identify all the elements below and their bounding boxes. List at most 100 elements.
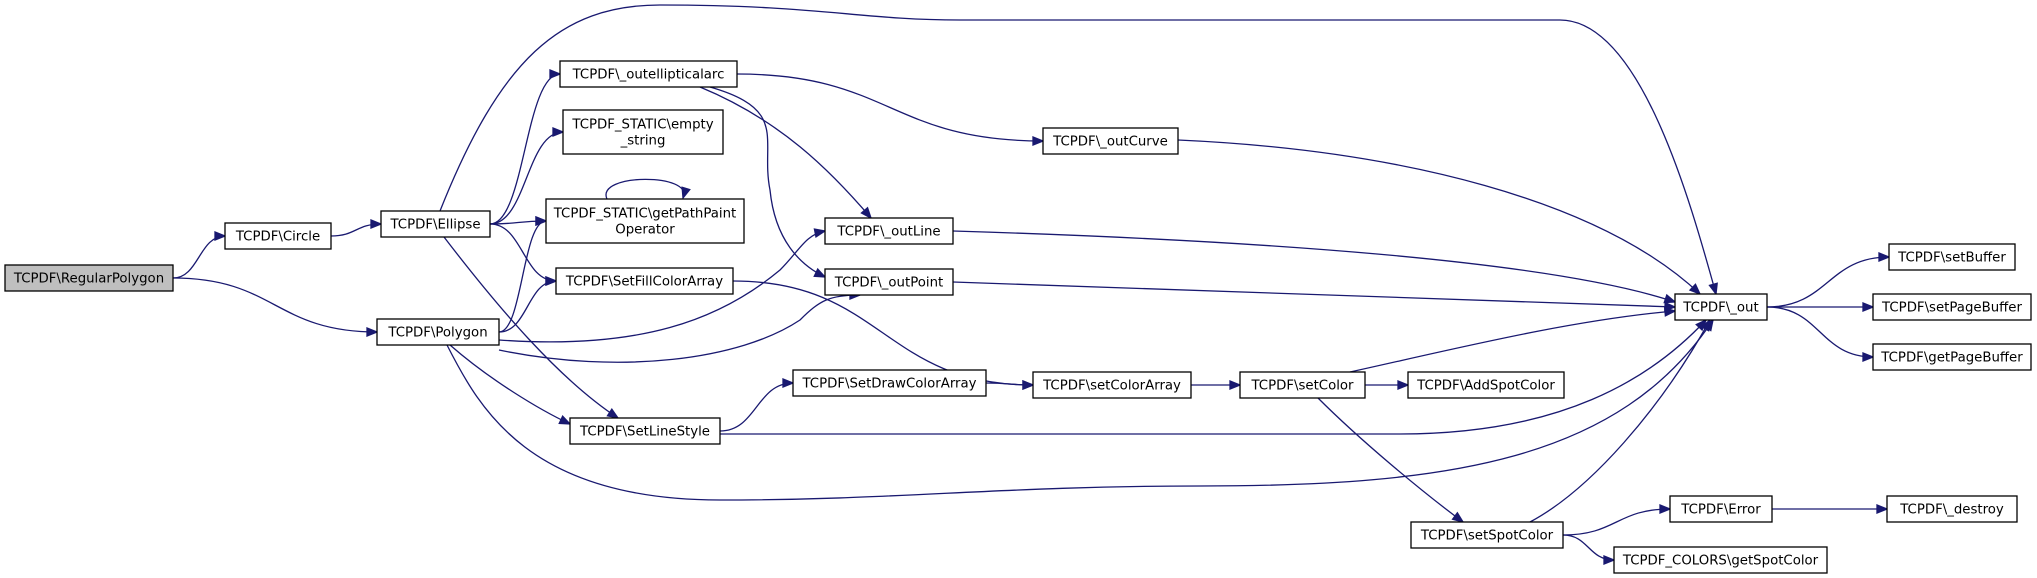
- node-setfillcolorarray[interactable]: TCPDF\SetFillColorArray: [555, 267, 734, 295]
- edge-ellipse-to-outellipticalarc: [489, 69, 562, 225]
- edge-regularpolygon-to-polygon: [172, 277, 379, 337]
- node-box: [1872, 293, 2032, 321]
- node-addspotcolor[interactable]: TCPDF\AddSpotColor: [1407, 371, 1565, 399]
- node-empty_string[interactable]: TCPDF_STATIC\empty_string: [562, 109, 724, 155]
- node-setspotcolor[interactable]: TCPDF\setSpotColor: [1410, 521, 1564, 549]
- node-label: TCPDF\getPageBuffer: [1880, 351, 2023, 366]
- node-polygon[interactable]: TCPDF\Polygon: [376, 318, 500, 346]
- node-label: TCPDF\setColorArray: [1042, 379, 1181, 394]
- edge-setcolorarray-to-setcolor: [1191, 380, 1242, 390]
- edge-circle-to-ellipse: [330, 219, 383, 237]
- edge-outpoint-to-out: [952, 281, 1677, 312]
- node-box: [1674, 293, 1768, 321]
- node-box: [1239, 371, 1366, 399]
- node-label: _string: [620, 134, 666, 149]
- node-label: TCPDF\Circle: [235, 230, 320, 245]
- edge-setcolor-to-out: [1349, 306, 1677, 373]
- node-label: Operator: [615, 223, 675, 238]
- edge-setcolor-to-addspotcolor: [1365, 380, 1410, 390]
- node-ellipse[interactable]: TCPDF\Ellipse: [380, 210, 491, 238]
- node-box: [1042, 127, 1179, 155]
- edge-setdrawcolorarray-to-setcolorarray: [985, 380, 1035, 390]
- edge-polygon-to-outline: [498, 228, 827, 343]
- node-box: [569, 417, 721, 445]
- edge-ellipse-to-empty_string: [489, 127, 565, 225]
- node-label: TCPDF\SetDrawColorArray: [801, 377, 976, 392]
- node-label: TCPDF\SetLineStyle: [579, 425, 710, 440]
- edges-layer: [172, 4, 1891, 565]
- edge-polygon-to-outpoint: [498, 290, 862, 363]
- node-box: [1872, 343, 2032, 371]
- edge-setlinestyle-to-setdrawcolorarray: [719, 378, 795, 432]
- node-box: [1613, 546, 1828, 574]
- node-box: [1669, 495, 1773, 523]
- node-label: TCPDF_STATIC\getPathPaint: [553, 207, 737, 222]
- node-label: TCPDF\RegularPolygon: [13, 272, 164, 287]
- node-outpoint[interactable]: TCPDF\_outPoint: [824, 268, 954, 296]
- node-error[interactable]: TCPDF\Error: [1669, 495, 1773, 523]
- node-setcolor[interactable]: TCPDF\setColor: [1239, 371, 1366, 399]
- node-box: [1410, 521, 1564, 549]
- node-destroy[interactable]: TCPDF\_destroy: [1886, 495, 2018, 523]
- node-box: [562, 109, 724, 155]
- node-setbuffer[interactable]: TCPDF\setBuffer: [1888, 243, 2016, 271]
- edge-setspotcolor-to-getspotcolor: [1562, 534, 1616, 565]
- edge-polygon-to-setlinestyle: [449, 344, 572, 425]
- edge-polygon-to-setfillcolorarray: [498, 276, 558, 333]
- node-outellipticalarc[interactable]: TCPDF\_outellipticalarc: [559, 60, 738, 88]
- node-setcolorarray[interactable]: TCPDF\setColorArray: [1032, 371, 1192, 399]
- edge-setspotcolor-to-error: [1562, 504, 1672, 536]
- edge-setspotcolor-to-out: [1529, 318, 1711, 523]
- node-box: [4, 264, 174, 292]
- node-box: [545, 198, 745, 244]
- node-box: [1886, 495, 2018, 523]
- node-box: [376, 318, 500, 346]
- node-label: TCPDF\_outCurve: [1052, 135, 1168, 150]
- node-box: [792, 369, 987, 397]
- node-label: TCPDF\AddSpotColor: [1416, 379, 1555, 394]
- edge-polygon-to-out: [446, 318, 1714, 501]
- node-label: TCPDF\_destroy: [1899, 503, 2004, 518]
- node-label: TCPDF\Error: [1680, 503, 1761, 518]
- node-label: TCPDF\_outLine: [836, 225, 940, 240]
- node-box: [380, 210, 491, 238]
- edge-out-to-getpagebuffer: [1766, 306, 1875, 362]
- edge-polygon-to-getpathpaintoperator: [498, 216, 548, 333]
- node-label: TCPDF\setPageBuffer: [1881, 301, 2022, 316]
- edge-regularpolygon-to-circle: [172, 231, 227, 279]
- edge-ellipse-to-setlinestyle: [443, 236, 620, 419]
- node-label: TCPDF\_out: [1682, 301, 1758, 316]
- node-setpagebuffer[interactable]: TCPDF\setPageBuffer: [1872, 293, 2032, 321]
- node-label: TCPDF\SetFillColorArray: [565, 275, 723, 290]
- node-box: [1888, 243, 2016, 271]
- edge-getpathpaintoperator-to-getpathpaintoperator: [605, 178, 691, 200]
- node-label: TCPDF\setBuffer: [1897, 251, 2006, 266]
- node-box: [824, 268, 954, 296]
- node-label: TCPDF\Ellipse: [389, 218, 480, 233]
- edge-error-to-destroy: [1771, 504, 1889, 514]
- node-out[interactable]: TCPDF\_out: [1674, 293, 1768, 321]
- node-label: TCPDF_STATIC\empty: [571, 118, 713, 133]
- edge-setcolor-to-setspotcolor: [1317, 397, 1465, 524]
- node-label: TCPDF\setColor: [1250, 379, 1354, 394]
- node-outline[interactable]: TCPDF\_outLine: [824, 217, 954, 245]
- node-regularpolygon[interactable]: TCPDF\RegularPolygon: [4, 264, 174, 292]
- nodes-layer: TCPDF\RegularPolygon TCPDF\CircleTCPDF\Po…: [4, 60, 2032, 574]
- edge-out-to-setbuffer: [1766, 252, 1891, 308]
- node-outcurve[interactable]: TCPDF\_outCurve: [1042, 127, 1179, 155]
- edge-outellipticalarc-to-outcurve: [736, 73, 1045, 146]
- node-label: TCPDF\setSpotColor: [1420, 529, 1554, 544]
- node-setdrawcolorarray[interactable]: TCPDF\SetDrawColorArray: [792, 369, 987, 397]
- node-label: TCPDF\_outellipticalarc: [572, 68, 725, 83]
- node-getpagebuffer[interactable]: TCPDF\getPageBuffer: [1872, 343, 2032, 371]
- node-getspotcolor[interactable]: TCPDF_COLORS\getSpotColor: [1613, 546, 1828, 574]
- node-label: TCPDF\_outPoint: [834, 276, 943, 291]
- edge-outellipticalarc-to-outpoint: [709, 86, 827, 278]
- edge-outellipticalarc-to-outline: [699, 86, 873, 220]
- edge-outline-to-out: [952, 230, 1677, 304]
- node-setlinestyle[interactable]: TCPDF\SetLineStyle: [569, 417, 721, 445]
- node-box: [555, 267, 734, 295]
- node-circle[interactable]: TCPDF\Circle: [224, 222, 332, 250]
